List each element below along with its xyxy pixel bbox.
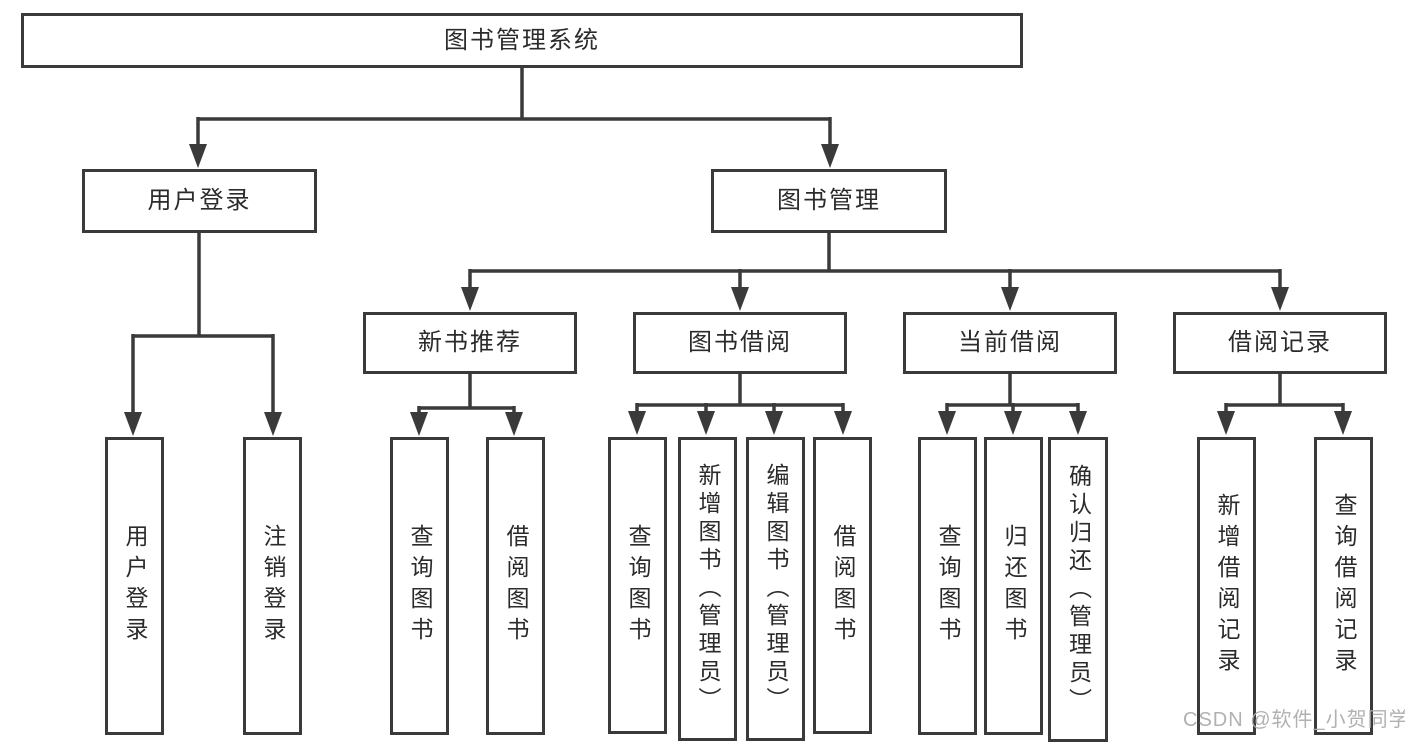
- csdn-watermark: CSDN @软件_小贺同学: [1183, 709, 1405, 731]
- node-book-borrowing-label: 图书借阅: [688, 329, 792, 356]
- leaf-newbook-query-book: 查询图书: [390, 437, 449, 735]
- leaf-current-return-book: 归还图书: [984, 437, 1043, 735]
- node-user-login-group: 用户登录: [82, 169, 317, 233]
- node-borrowing-records-label: 借阅记录: [1228, 329, 1332, 356]
- leaf-newbook-borrow-book: 借阅图书: [486, 437, 545, 735]
- node-current-borrowing-label: 当前借阅: [958, 329, 1062, 356]
- leaf-borrow-add-book-admin: 新增图书（管理员）: [678, 437, 737, 741]
- leaf-logout: 注销登录: [243, 437, 302, 735]
- leaf-user-login: 用户登录: [105, 437, 164, 735]
- leaf-records-query-record: 查询借阅记录: [1314, 437, 1373, 735]
- node-root-label: 图书管理系统: [444, 26, 600, 54]
- leaf-records-add-record: 新增借阅记录: [1197, 437, 1256, 735]
- leaf-current-query-book: 查询图书: [918, 437, 977, 735]
- leaf-borrow-query-book: 查询图书: [608, 437, 667, 734]
- leaf-borrow-borrow-book: 借阅图书: [813, 437, 872, 734]
- leaf-borrow-edit-book-admin: 编辑图书（管理员）: [746, 437, 805, 741]
- node-current-borrowing: 当前借阅: [903, 312, 1117, 374]
- arrowheads: [124, 144, 1352, 436]
- leaf-current-confirm-return-admin: 确认归还（管理员）: [1048, 437, 1108, 742]
- node-book-management-group-label: 图书管理: [777, 187, 881, 214]
- node-new-book-recommendation: 新书推荐: [363, 312, 577, 374]
- node-book-management-group: 图书管理: [711, 169, 947, 233]
- node-borrowing-records: 借阅记录: [1173, 312, 1387, 374]
- node-book-borrowing: 图书借阅: [633, 312, 847, 374]
- node-user-login-group-label: 用户登录: [147, 187, 252, 214]
- node-root: 图书管理系统: [21, 13, 1023, 68]
- node-new-book-recommendation-label: 新书推荐: [418, 329, 522, 356]
